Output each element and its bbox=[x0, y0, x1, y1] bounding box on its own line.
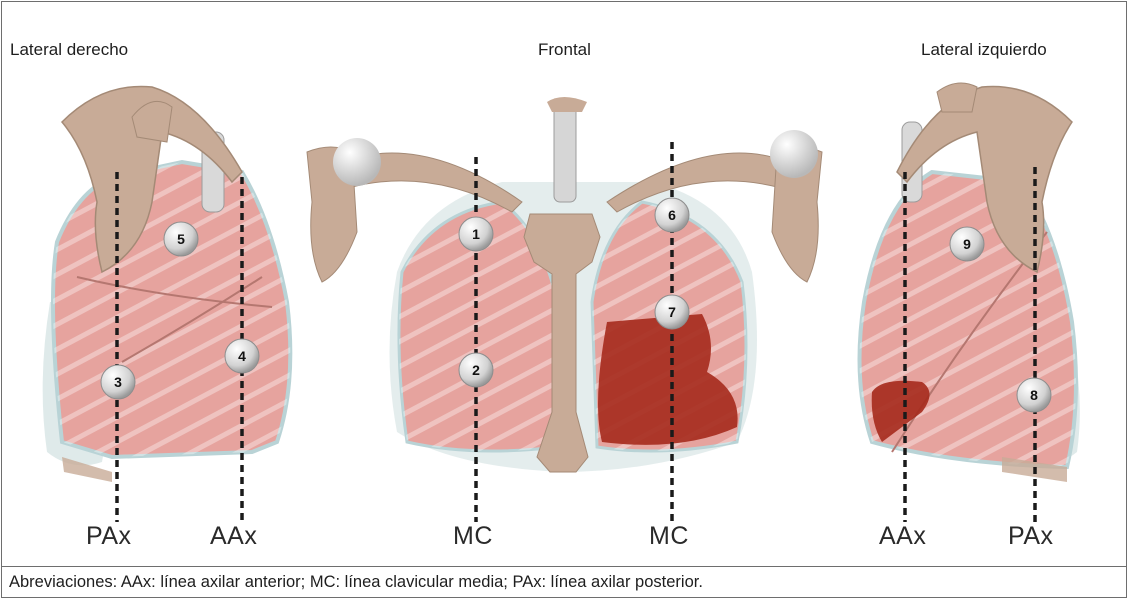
label-mc-2: MC bbox=[649, 522, 689, 551]
thorax-illustration: 1 2 3 4 5 6 7 8 9 bbox=[2, 2, 1126, 567]
left-lateral-view bbox=[860, 83, 1080, 482]
zone-marker-4: 4 bbox=[225, 339, 259, 373]
label-pax-right: PAx bbox=[86, 522, 132, 551]
label-aax-right: AAx bbox=[210, 522, 257, 551]
label-mc-1: MC bbox=[453, 522, 493, 551]
zone-marker-2: 2 bbox=[459, 353, 493, 387]
zone-number-7: 7 bbox=[668, 304, 676, 320]
zone-marker-8: 8 bbox=[1017, 378, 1051, 412]
zone-number-1: 1 bbox=[472, 226, 480, 242]
zone-marker-9: 9 bbox=[950, 227, 984, 261]
caption-divider bbox=[2, 566, 1126, 567]
zone-number-9: 9 bbox=[963, 236, 971, 252]
zone-number-4: 4 bbox=[238, 348, 246, 364]
zone-number-3: 3 bbox=[114, 374, 122, 390]
right-lateral-view bbox=[43, 86, 291, 482]
label-aax-left: AAx bbox=[879, 522, 926, 551]
frontal-view bbox=[307, 97, 822, 472]
zone-marker-1: 1 bbox=[459, 217, 493, 251]
zone-number-2: 2 bbox=[472, 362, 480, 378]
zone-number-5: 5 bbox=[177, 231, 185, 247]
label-pax-left: PAx bbox=[1008, 522, 1054, 551]
zone-marker-3: 3 bbox=[101, 365, 135, 399]
zone-marker-5: 5 bbox=[164, 222, 198, 256]
zone-marker-6: 6 bbox=[655, 198, 689, 232]
abbreviations-caption: Abreviaciones: AAx: línea axilar anterio… bbox=[9, 573, 703, 592]
zone-number-6: 6 bbox=[668, 207, 676, 223]
zone-marker-7: 7 bbox=[655, 295, 689, 329]
zone-number-8: 8 bbox=[1030, 387, 1038, 403]
